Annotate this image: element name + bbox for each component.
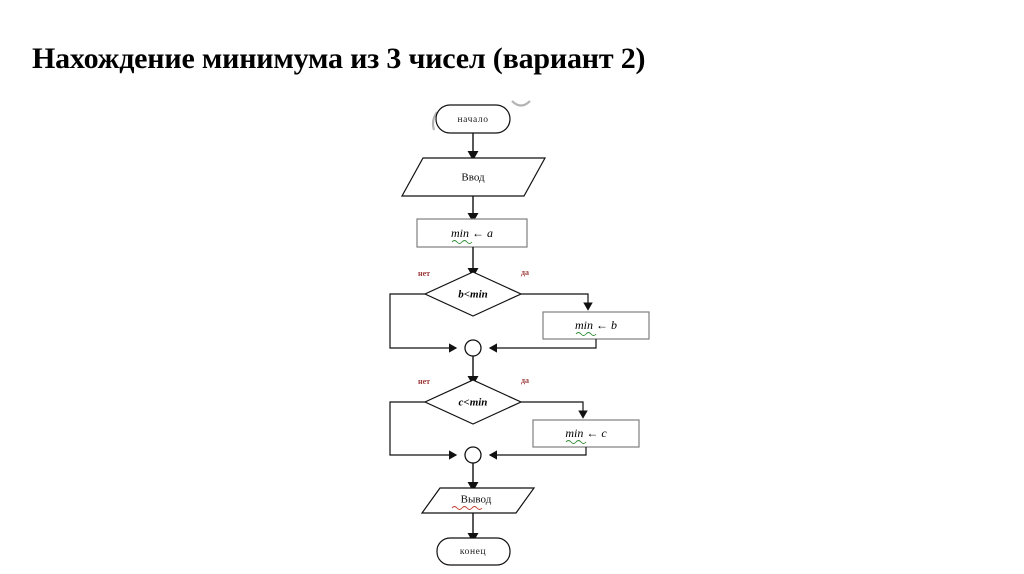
node-assign1-label: min ← a: [451, 226, 493, 240]
spellcheck-underline-assign1: [451, 240, 473, 244]
node-cond1: b<min: [423, 271, 523, 317]
spellcheck-underline-assign3: [565, 440, 587, 444]
spellcheck-underline-output: [451, 506, 483, 510]
terminator-shape-end: [436, 537, 511, 566]
decision-shape-cond1: [423, 271, 523, 317]
branch-label-cond1-yes: да: [521, 268, 529, 277]
node-merge1: [464, 339, 482, 357]
node-assign1: min ← a: [416, 218, 528, 248]
parallelogram-shape-output: [420, 487, 536, 514]
node-assign3: min ← c: [532, 419, 640, 448]
page-title: Нахождение минимума из 3 чисел (вариант …: [32, 42, 646, 75]
node-assign2: min ← b: [542, 311, 650, 340]
junction-circle-merge1: [464, 339, 482, 357]
node-cond1-label: b<min: [458, 289, 488, 301]
node-end: конец: [436, 537, 511, 566]
node-end-label: конец: [460, 547, 486, 557]
edge-cond1-yes-to-assign2: [521, 293, 593, 311]
node-input: Ввод: [400, 157, 547, 197]
node-start-label: начало: [457, 115, 488, 125]
node-output: Вывод: [420, 487, 536, 514]
node-output-label: Вывод: [461, 494, 492, 506]
decision-shape-cond2: [423, 379, 523, 425]
edge-assign3-to-merge2: [488, 447, 587, 460]
node-start: начало: [435, 104, 511, 134]
edge-cond2-yes-to-assign3: [521, 401, 588, 419]
branch-label-cond1-no: нет: [418, 269, 430, 278]
node-merge2: [464, 446, 482, 464]
scan-artifact-edge: [431, 111, 438, 131]
parallelogram-shape-input: [400, 157, 547, 197]
edge-assign2-to-merge1: [488, 339, 597, 353]
spellcheck-underline-assign2: [575, 332, 597, 336]
branch-label-cond2-yes: да: [521, 376, 529, 385]
node-input-label: Ввод: [461, 172, 485, 184]
node-cond2: c<min: [423, 379, 523, 425]
edge-cond1-no-to-merge1: [389, 293, 458, 353]
node-assign2-label: min ← b: [575, 318, 617, 332]
scan-artifact-arc: [511, 100, 531, 107]
node-cond2-label: c<min: [459, 397, 488, 409]
branch-label-cond2-no: нет: [418, 377, 430, 386]
node-assign3-label: min ← c: [565, 426, 607, 440]
edge-cond2-no-to-merge2: [389, 401, 458, 460]
junction-circle-merge2: [464, 446, 482, 464]
